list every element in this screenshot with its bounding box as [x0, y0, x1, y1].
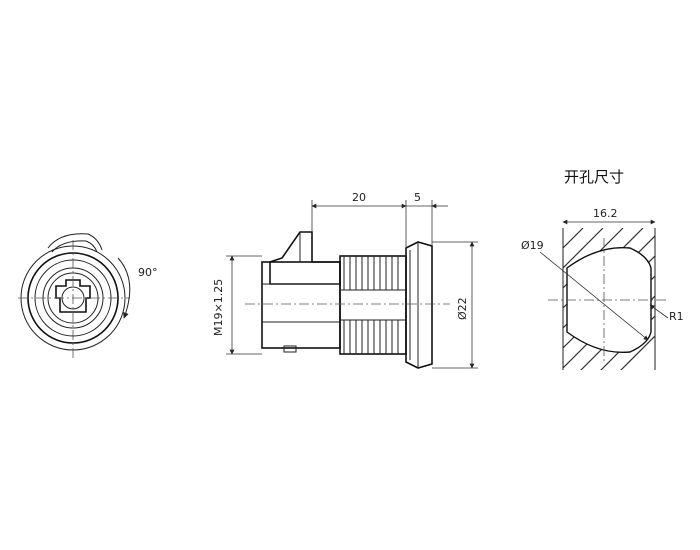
front-latch-tab-inner — [51, 240, 98, 253]
dim-length-b: 5 — [414, 191, 421, 204]
dim-radius: R1 — [669, 310, 684, 323]
dim-thread: M19×1.25 — [212, 279, 225, 336]
cutout-view: 开孔尺寸 16.2 Ø19 R1 — [521, 168, 684, 370]
rotation-label: 90° — [138, 266, 158, 279]
side-view: 20 5 M19×1.25 Ø22 — [212, 191, 478, 369]
dim-width: 16.2 — [593, 207, 618, 220]
cutout-title: 开孔尺寸 — [564, 168, 624, 186]
rotation-arrow — [117, 257, 131, 319]
r1-leader — [649, 304, 669, 319]
front-view: 90° — [18, 233, 158, 358]
front-keyway — [55, 279, 91, 313]
side-thread-lines — [343, 256, 399, 354]
dim-head-dia: Ø22 — [456, 297, 469, 320]
side-latch — [269, 231, 341, 285]
side-rear-body — [261, 261, 341, 349]
front-latch-tab — [47, 233, 103, 251]
side-pin — [283, 345, 297, 353]
dim19-leader — [539, 251, 649, 341]
dim-dia: Ø19 — [521, 239, 544, 252]
dim-length-a: 20 — [352, 191, 366, 204]
